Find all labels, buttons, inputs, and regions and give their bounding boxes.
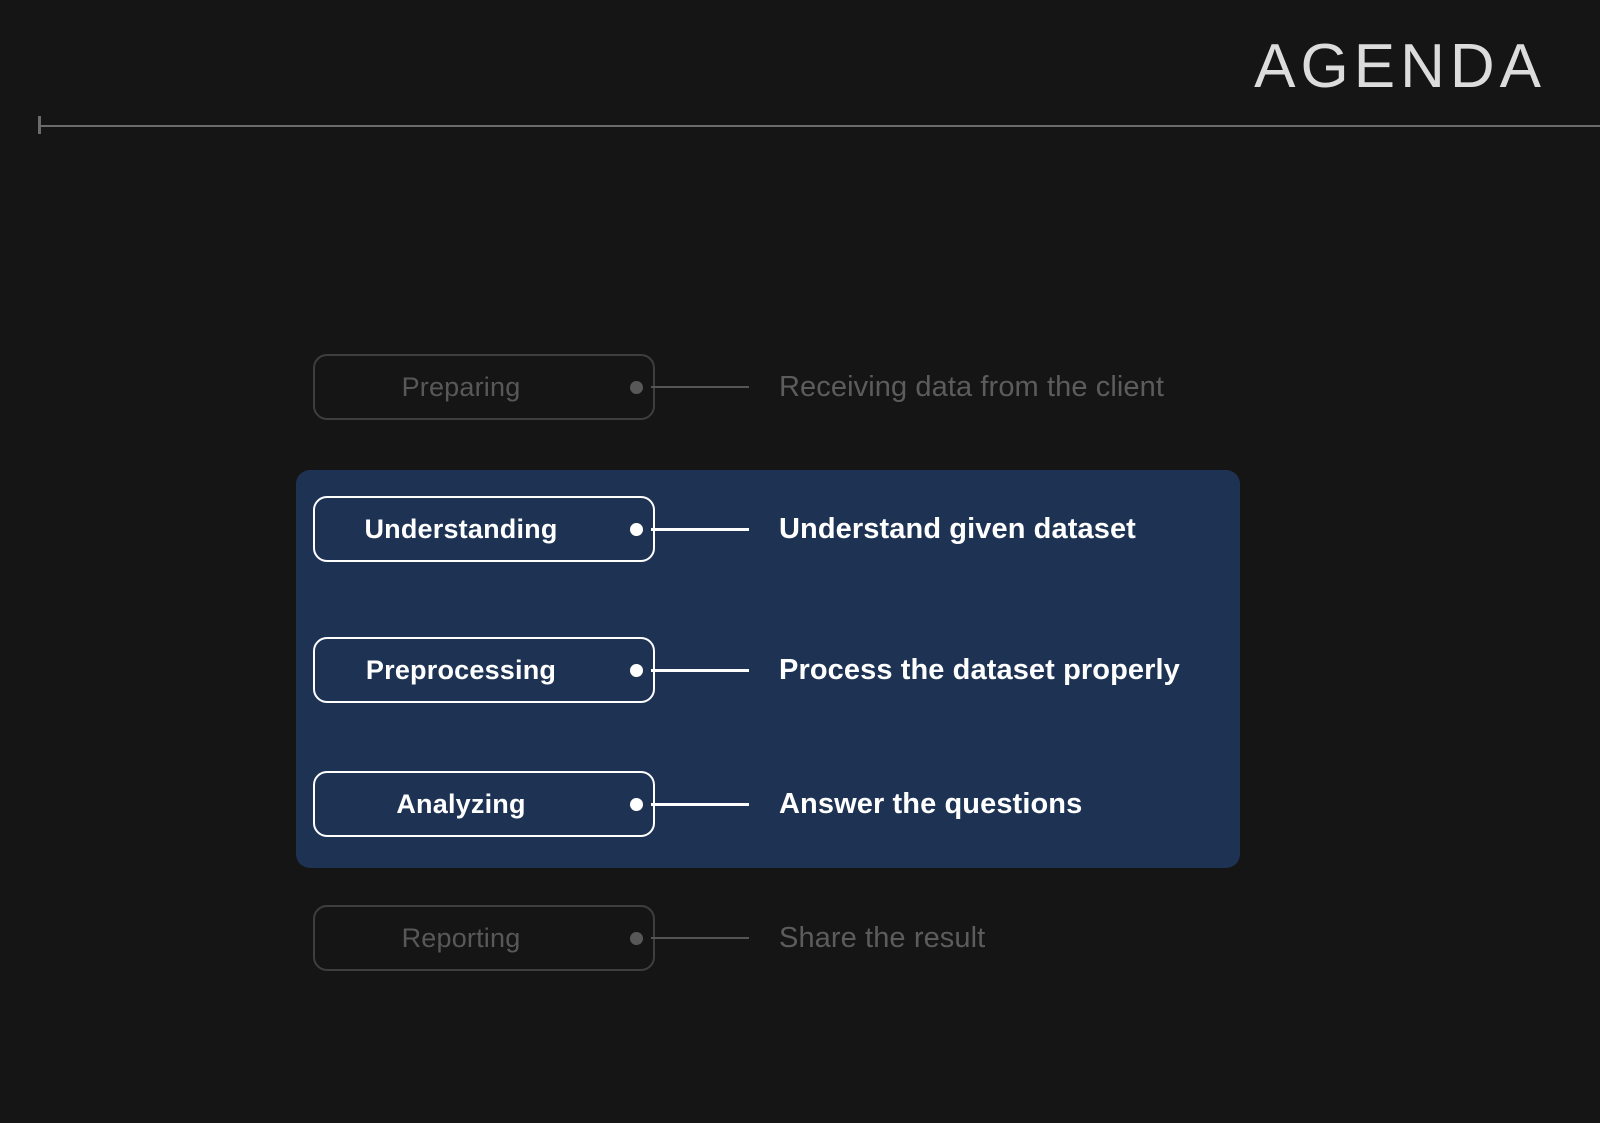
connector-dot-icon [630, 522, 643, 536]
page-title: AGENDA [1254, 32, 1546, 101]
agenda-step-preprocessing[interactable]: Preprocessing Process the dataset proper… [313, 637, 1180, 703]
step-pill-analyzing[interactable]: Analyzing [313, 771, 749, 837]
step-description: Understand given dataset [779, 512, 1136, 545]
step-label: Preparing [401, 371, 521, 402]
title-divider [38, 125, 1600, 127]
step-description: Answer the questions [779, 787, 1083, 820]
connector-line-icon [651, 386, 749, 388]
step-pill-reporting[interactable]: Reporting [313, 905, 749, 971]
connector-line-icon [651, 527, 749, 531]
connector-dot-icon [630, 663, 643, 677]
step-description: Share the result [779, 921, 986, 954]
agenda-step-preparing[interactable]: Preparing Receiving data from the client [313, 354, 1164, 420]
connector-line-icon [651, 937, 749, 939]
agenda-step-understanding[interactable]: Understanding Understand given dataset [313, 496, 1136, 562]
step-description: Process the dataset properly [779, 653, 1180, 686]
step-pill-understanding[interactable]: Understanding [313, 496, 749, 562]
agenda-step-reporting[interactable]: Reporting Share the result [313, 905, 985, 971]
connector-dot-icon [630, 380, 643, 394]
agenda-step-analyzing[interactable]: Analyzing Answer the questions [313, 771, 1082, 837]
connector-line-icon [651, 802, 749, 806]
connector-dot-icon [630, 797, 643, 811]
step-label: Understanding [364, 513, 558, 544]
step-label: Analyzing [396, 788, 526, 819]
step-pill-preprocessing[interactable]: Preprocessing [313, 637, 749, 703]
connector-line-icon [651, 668, 749, 672]
connector-dot-icon [630, 931, 643, 945]
highlight-panel [296, 470, 1240, 868]
step-pill-preparing[interactable]: Preparing [313, 354, 749, 420]
step-label: Preprocessing [365, 654, 557, 685]
step-description: Receiving data from the client [779, 370, 1165, 403]
step-label: Reporting [401, 922, 521, 953]
